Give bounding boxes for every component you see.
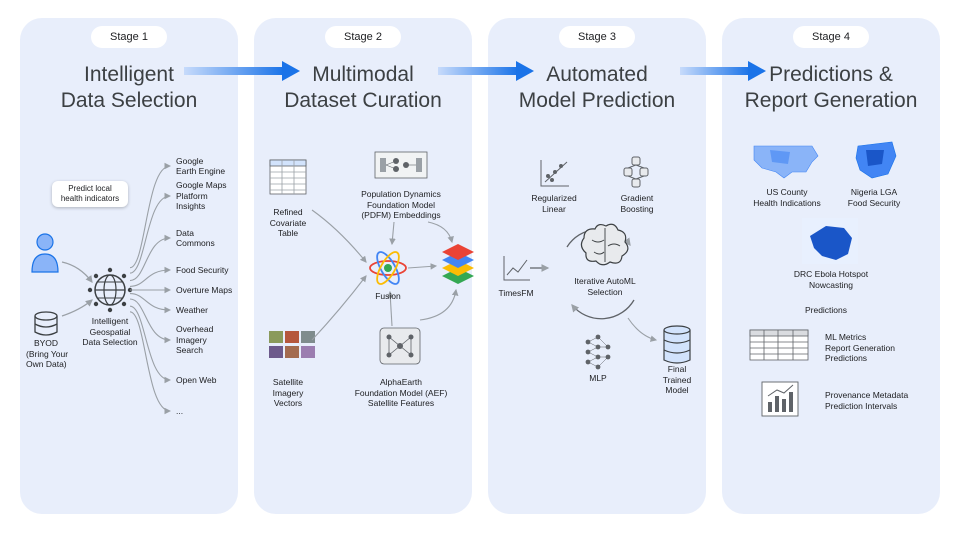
globe-hub-icon xyxy=(87,267,133,313)
data-source-label: ... xyxy=(176,405,184,416)
gradient-boosting-icon xyxy=(623,156,649,188)
data-source-label: Overture Maps xyxy=(176,284,233,295)
brain-icon xyxy=(580,223,629,266)
pdfm-network-icon xyxy=(374,151,428,179)
stage-4-pill: Stage 4 xyxy=(793,26,869,48)
timesfm-label: TimesFM xyxy=(498,288,534,298)
aef-network-icon xyxy=(379,327,421,365)
data-source-arrow xyxy=(129,234,172,282)
data-source-label: Food Security xyxy=(176,264,229,275)
stage-4-panel xyxy=(722,18,940,514)
stage-3-pill: Stage 3 xyxy=(559,26,635,48)
stage-1-pill: Stage 1 xyxy=(91,26,167,48)
data-source-arrow xyxy=(129,305,172,384)
data-source-arrow xyxy=(129,298,172,344)
mlp-icon xyxy=(585,334,611,370)
metrics-table-icon xyxy=(749,329,809,361)
regularized-linear-icon xyxy=(540,160,569,187)
predictions-heading: Predictions xyxy=(804,305,848,315)
stage-2-pill: Stage 2 xyxy=(325,26,401,48)
bar-chart-icon xyxy=(761,381,799,417)
to-final-model-arrow xyxy=(627,317,658,342)
nigeria-map-icon xyxy=(855,141,897,179)
data-source-label: Open Web xyxy=(176,374,217,385)
stage-2-connectors xyxy=(311,209,459,341)
database-icon xyxy=(34,311,58,336)
data-source-label: Weather xyxy=(176,304,208,315)
us-county-map-icon xyxy=(753,145,819,179)
mlp-label: MLP xyxy=(589,373,607,383)
fusion-atom-icon xyxy=(369,251,407,285)
fusion-label: Fusion xyxy=(375,291,401,301)
drc-map-icon xyxy=(802,218,858,264)
timesfm-chart-icon xyxy=(503,256,530,281)
stage-4-title: Predictions &Report Generation xyxy=(744,63,918,112)
data-source-arrow xyxy=(129,192,172,274)
layer-stack-icon xyxy=(442,244,474,284)
data-source-arrow xyxy=(129,311,172,415)
source-fan-lines xyxy=(129,162,172,415)
person-icon xyxy=(31,233,59,273)
satellite-tiles-icon xyxy=(269,331,315,358)
stage-3-panel xyxy=(488,18,706,514)
data-source-arrow xyxy=(129,162,172,269)
data-source-arrow xyxy=(129,293,172,314)
stage-arrow-2 xyxy=(438,61,534,81)
stage-arrow-1 xyxy=(184,61,300,81)
data-source-arrow xyxy=(129,266,172,287)
covariate-table-icon xyxy=(269,159,307,195)
final-model-database-icon xyxy=(663,325,691,364)
stage-arrow-3 xyxy=(680,61,766,81)
